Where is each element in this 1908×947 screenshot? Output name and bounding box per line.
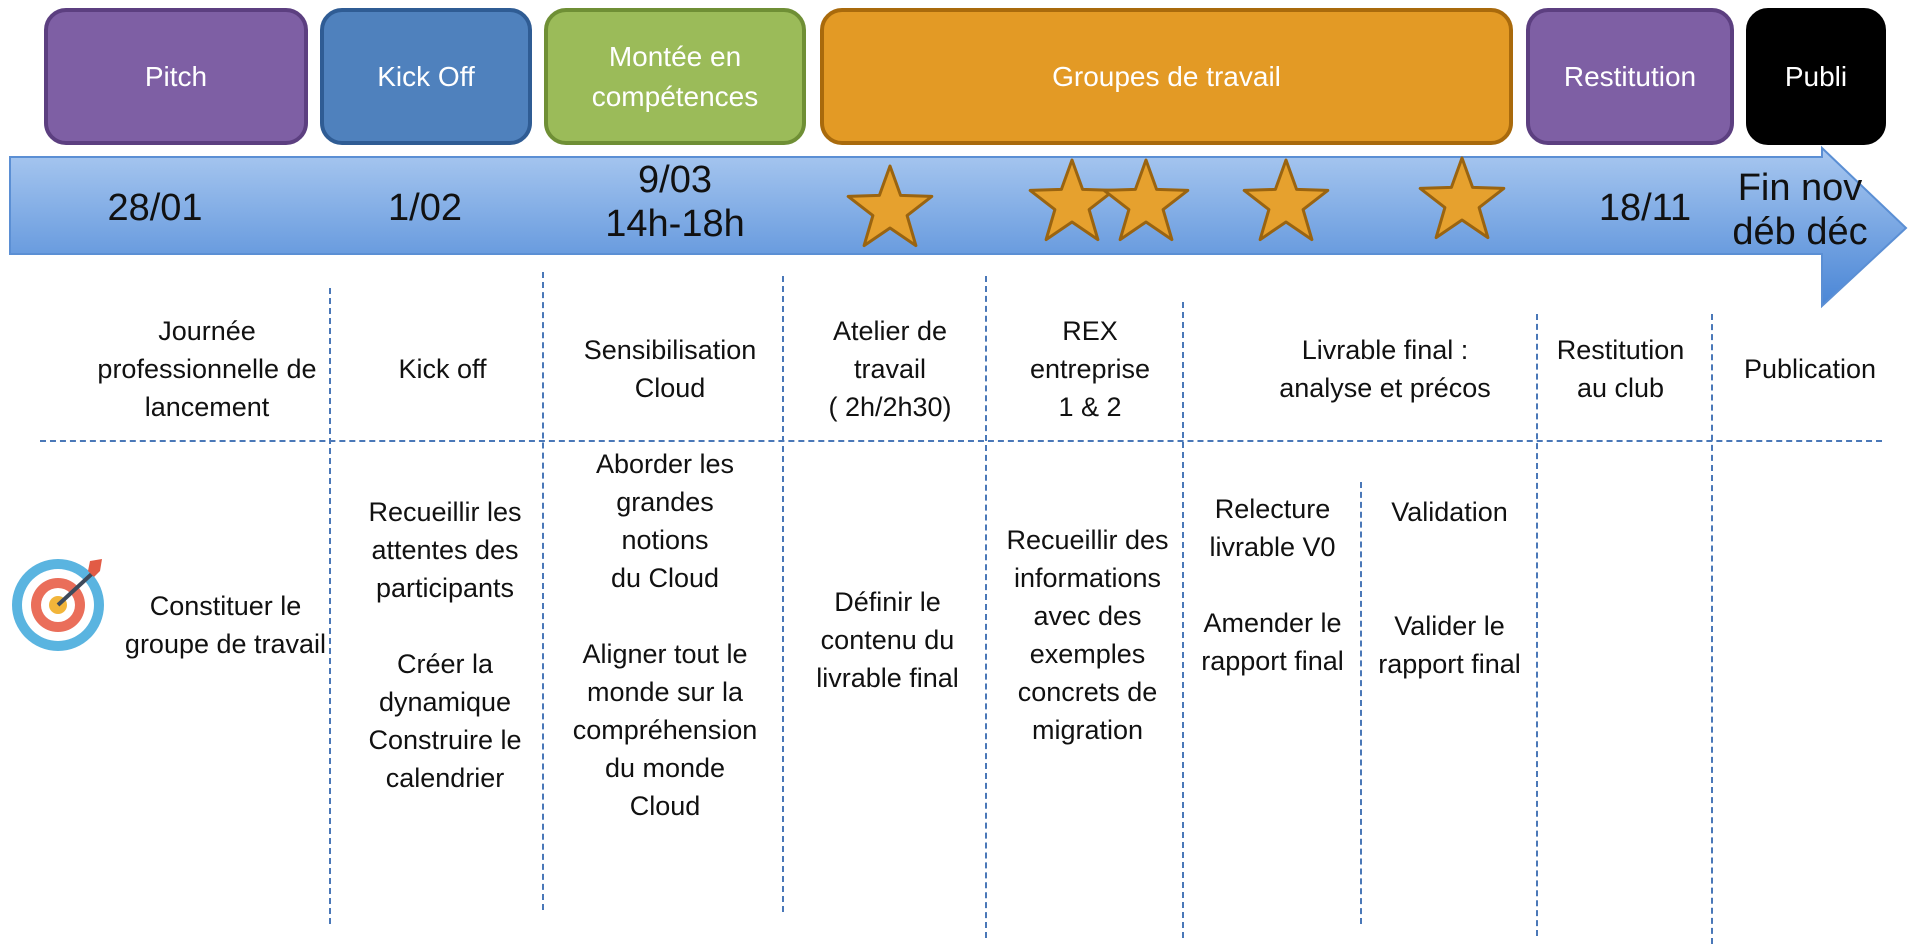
event-atelier-de-travail: Atelier de travail ( 2h/2h30) [828,316,952,422]
row-divider [40,440,1882,442]
column-divider [1360,482,1362,924]
event-rex-entreprise: REX entreprise 1 & 2 [1029,316,1151,422]
objective-atelier: Définir le contenu du livrable final [816,587,959,693]
star-icon [1102,158,1190,242]
event-restitution-au-club: Restitution au club [1556,335,1685,403]
star-icon [846,164,934,248]
phase-restitution: Restitution [1526,8,1734,145]
date-kick-off: 1/02 [388,187,462,229]
date-restitution: 18/11 [1598,187,1692,229]
objective-relecture-amender: Relecture livrable V0 Amender le rapport… [1201,494,1344,676]
event-sensibilisation-cloud: Sensibilisation Cloud [583,335,757,403]
column-divider [1182,302,1184,938]
phase-publi: Publi [1746,8,1886,145]
objective-sensibilisation: Aborder les grandes notions du Cloud Ali… [572,449,758,821]
objective-kick-off: Recueillir les attentes des participants… [368,497,522,793]
date-pitch: 28/01 [107,187,203,229]
column-divider [329,288,331,924]
target-icon [12,559,104,651]
event-kick-off: Kick off [398,354,487,384]
column-divider [1711,314,1713,944]
date-montee-en-competences: 9/03 14h-18h [605,159,745,245]
star-icon [1418,156,1506,240]
event-journee-professionnelle: Journée professionnelle de lancement [97,316,317,422]
column-divider [542,272,544,910]
event-livrable-final: Livrable final : analyse et précos [1279,335,1491,403]
column-divider [985,276,987,938]
objective-validation: Validation Valider le rapport final [1378,497,1521,679]
phase-groupes-de-travail: Groupes de travail [820,8,1513,145]
phase-kick-off: Kick Off [320,8,532,145]
timeline-arrow [9,145,1908,309]
date-publication: Fin nov déb déc [1732,167,1868,253]
objective-rex: Recueillir des informations avec des exe… [1006,525,1169,745]
event-publication: Publication [1743,354,1877,384]
column-divider [1536,314,1538,936]
objective-constituer-groupe: Constituer le groupe de travail [124,591,327,659]
phase-pitch: Pitch [44,8,308,145]
phase-montee-en-competences: Montée en compétences [544,8,806,145]
star-icon [1242,158,1330,242]
column-divider [782,276,784,912]
